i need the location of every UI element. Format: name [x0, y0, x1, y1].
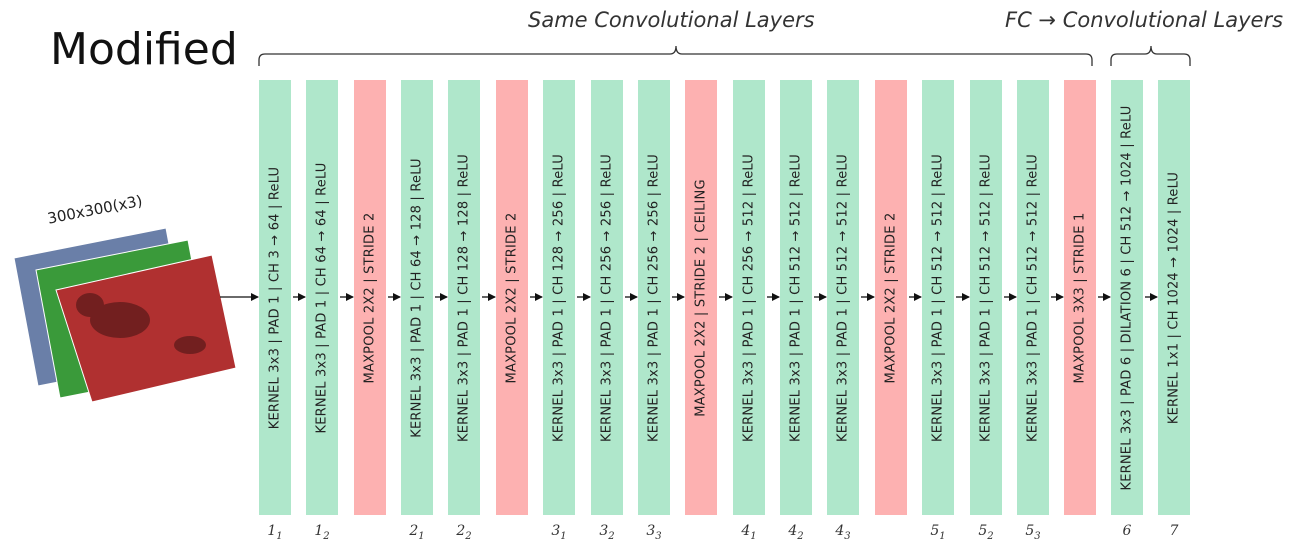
bracket-fc-conv — [1110, 45, 1191, 66]
maxpool-layer: MAXPOOL 2X2 | STRIDE 2 — [875, 80, 907, 515]
conv-layer: KERNEL 3x3 | PAD 1 | CH 512 → 512 | ReLU — [922, 80, 954, 515]
conv-layer: KERNEL 3x3 | PAD 1 | CH 256 → 256 | ReLU — [638, 80, 670, 515]
layer-index: 52 — [978, 523, 994, 542]
dog-silhouette — [76, 293, 206, 354]
layer-index: 42 — [788, 523, 804, 542]
conv-layer: KERNEL 3x3 | PAD 1 | CH 512 → 512 | ReLU — [827, 80, 859, 515]
bracket-same-conv — [258, 45, 1093, 66]
group-brackets — [258, 45, 1191, 66]
layer-index: 6 — [1122, 523, 1132, 539]
conv-layer: KERNEL 1x1 | CH 1024 → 1024 | ReLU — [1158, 80, 1190, 515]
conv-layer: KERNEL 3x3 | PAD 1 | CH 128 → 128 | ReLU — [448, 80, 480, 515]
conv-layer: KERNEL 3x3 | PAD 1 | CH 128 → 256 | ReLU — [543, 80, 575, 515]
layer-index: 11 — [267, 523, 283, 542]
group-label-fc-conv: FC → Convolutional Layers — [1005, 8, 1284, 32]
conv-layer: KERNEL 3x3 | PAD 1 | CH 512 → 512 | ReLU — [1017, 80, 1049, 515]
maxpool-layer: MAXPOOL 2X2 | STRIDE 2 — [496, 80, 528, 515]
maxpool-layer: MAXPOOL 2X2 | STRIDE 2 — [354, 80, 386, 515]
conv-layer: KERNEL 3x3 | PAD 1 | CH 256 → 256 | ReLU — [591, 80, 623, 515]
conv-layer: KERNEL 3x3 | PAD 1 | CH 512 → 512 | ReLU — [970, 80, 1002, 515]
layer-index: 53 — [1025, 523, 1041, 542]
input-channel-red — [55, 254, 237, 403]
layer-index: 32 — [599, 523, 615, 542]
layer-index: 51 — [930, 523, 946, 542]
conv-layer: KERNEL 3x3 | PAD 1 | CH 64 → 64 | ReLU — [306, 80, 338, 515]
conv-layer: KERNEL 3x3 | PAD 1 | CH 3 → 64 | ReLU — [259, 80, 291, 515]
input-image-stack — [13, 227, 237, 403]
layer-index: 7 — [1169, 523, 1179, 539]
layer-index: 31 — [551, 523, 567, 542]
group-label-same-conv: Same Convolutional Layers — [528, 8, 815, 32]
layer-index: 43 — [835, 523, 851, 542]
maxpool-layer: MAXPOOL 3X3 | STRIDE 1 — [1064, 80, 1096, 515]
page-title: Modified — [50, 24, 238, 75]
conv-layer: KERNEL 3x3 | PAD 1 | CH 64 → 128 | ReLU — [401, 80, 433, 515]
maxpool-layer: MAXPOOL 2X2 | STRIDE 2 | CEILING — [685, 80, 717, 515]
layer-index: 33 — [646, 523, 662, 542]
layer-index: 21 — [409, 523, 425, 542]
conv-layer: KERNEL 3x3 | PAD 1 | CH 256 → 512 | ReLU — [733, 80, 765, 515]
conv-layer: KERNEL 3x3 | PAD 6 | DILATION 6 | CH 512… — [1111, 80, 1143, 515]
layer-index: 12 — [314, 523, 330, 542]
layer-index: 41 — [741, 523, 757, 542]
layer-index: 22 — [456, 523, 472, 542]
conv-layer: KERNEL 3x3 | PAD 1 | CH 512 → 512 | ReLU — [780, 80, 812, 515]
